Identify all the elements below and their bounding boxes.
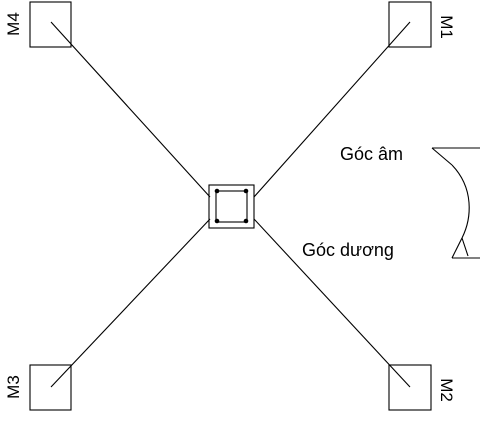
column-section	[208, 184, 255, 229]
connector-m1-column	[253, 21, 411, 198]
rotation-arrow-curve	[451, 164, 470, 239]
marker-m4-box	[29, 1, 72, 48]
rebar-dot-top-left	[214, 188, 220, 194]
rebar-dot-top-right	[243, 188, 249, 194]
connector-m3-column	[50, 218, 211, 388]
marker-m3: M3	[4, 364, 72, 411]
marker-m2: M2	[388, 364, 456, 411]
marker-m3-label: M3	[4, 375, 23, 399]
marker-m4-label: M4	[4, 12, 23, 36]
rebar-dot-bottom-right	[243, 218, 249, 224]
connector-m2-column	[253, 218, 411, 388]
positive-angle-label: Góc dương	[302, 240, 394, 260]
rotation-arrow-icon	[431, 147, 480, 259]
rebar-dot-bottom-left	[214, 218, 220, 224]
connector-m4-column	[50, 21, 211, 198]
marker-m1: M1	[388, 1, 456, 48]
rotation-arrow-head-left	[451, 237, 463, 259]
marker-m3-box	[29, 364, 72, 411]
marker-m2-label: M2	[437, 378, 456, 402]
rotation-arrow-tail	[431, 147, 453, 166]
marker-m2-box	[388, 364, 432, 411]
marker-m1-box	[388, 1, 432, 48]
column-inner-box	[215, 190, 248, 223]
negative-angle-label: Góc âm	[340, 144, 403, 164]
column-outer-box	[208, 184, 255, 229]
rotation-arrow-head-right	[461, 237, 469, 257]
marker-m4: M4	[4, 1, 72, 48]
marker-m1-label: M1	[437, 15, 456, 39]
